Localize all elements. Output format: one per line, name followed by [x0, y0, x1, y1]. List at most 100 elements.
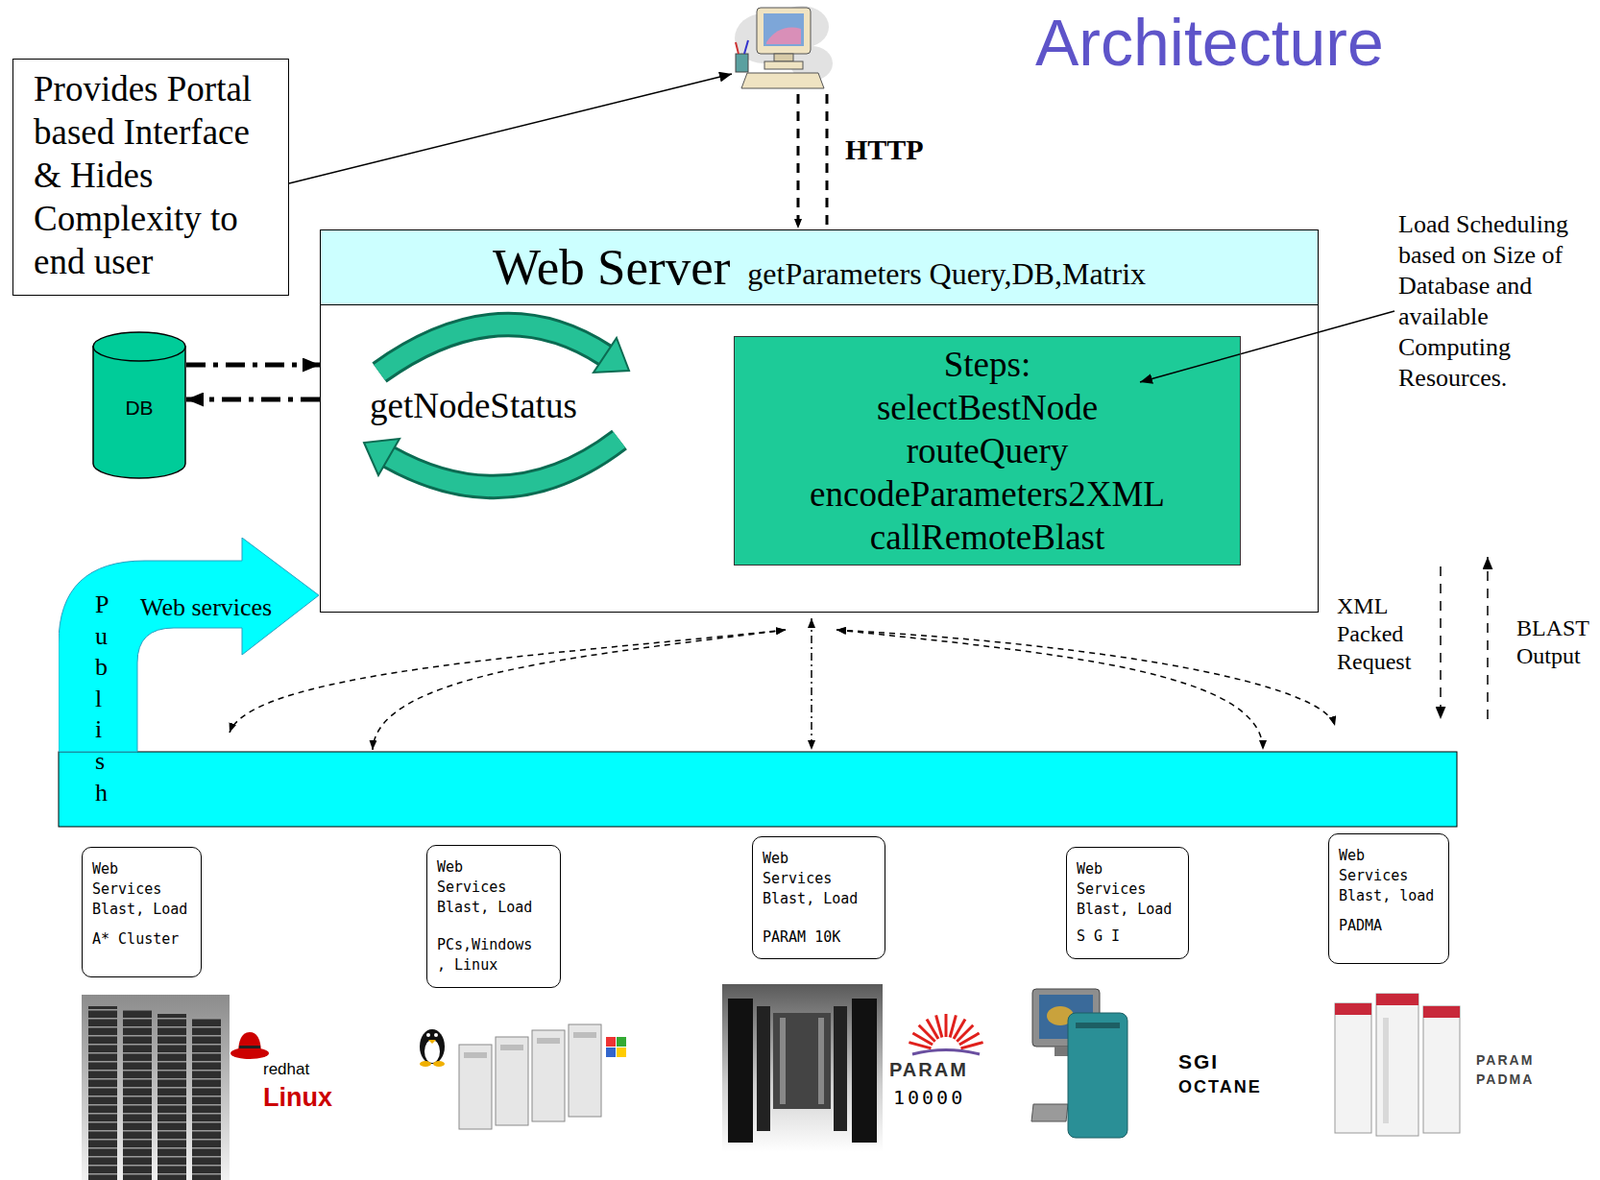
pencil	[744, 40, 749, 54]
penguin-foot	[433, 1061, 445, 1067]
service-text: A* Cluster	[92, 929, 191, 950]
monitor	[756, 7, 811, 54]
annotation-label: PARAM	[889, 1058, 969, 1082]
star-ray	[945, 1014, 948, 1038]
cabinet-light	[818, 1018, 825, 1105]
steps-fill	[733, 336, 1241, 566]
back-wall	[773, 1013, 831, 1110]
monitor-base	[764, 61, 803, 70]
label-anchor: PARAM	[889, 1058, 969, 1082]
pc-tower	[568, 1024, 602, 1117]
label-anchor: Load Scheduling based on Size of Databas…	[1398, 209, 1576, 394]
header-band: Web ServergetParameters Query,DB,Matrix	[320, 230, 1318, 306]
publish-text: Web services	[140, 593, 272, 623]
label-anchor: Linux	[263, 1083, 333, 1113]
label-anchor: PARAM	[1476, 1051, 1534, 1069]
drive-bay	[573, 1032, 597, 1039]
server-text: Web Server	[492, 230, 730, 304]
cycle-arrow	[379, 324, 606, 373]
step-text: routeQuery	[744, 429, 1231, 473]
label-anchor: OCTANE	[1178, 1076, 1262, 1098]
penguin-body	[419, 1029, 445, 1065]
windows-flag	[606, 1037, 616, 1047]
drive-bay	[463, 1052, 487, 1059]
annotation-label: getNodeStatus	[369, 384, 578, 428]
service-link	[372, 630, 786, 751]
step-text: encodeParameters2XML	[744, 472, 1231, 516]
service-box: Web Services Blast, loadPADMA	[1328, 833, 1450, 965]
publish-arrow-shape	[58, 537, 320, 798]
service-link	[229, 630, 786, 733]
windows-flag	[616, 1037, 627, 1047]
server-rack	[192, 1018, 221, 1180]
keyboard	[741, 72, 825, 89]
pc-tower	[459, 1044, 492, 1130]
monitor-stand	[774, 53, 794, 62]
star-ray	[961, 1042, 984, 1049]
padma-band	[1334, 1003, 1372, 1016]
slide-title: Architecture	[1035, 5, 1384, 79]
param-swoosh	[912, 1050, 980, 1056]
octane-tower	[1067, 1013, 1128, 1139]
annotation-label: SGI	[1178, 1049, 1219, 1074]
publish-arrow-body	[58, 537, 319, 752]
cycle-arrowhead	[593, 338, 630, 373]
padma-band	[1423, 1006, 1460, 1019]
pencil	[735, 42, 739, 54]
title-anchor: Architecture	[1035, 5, 1384, 79]
penguin-foot	[419, 1061, 432, 1067]
cylinder-top	[93, 332, 186, 362]
server-room	[81, 994, 230, 1180]
annotation-label: HTTP	[845, 132, 924, 168]
annotation-label: OCTANE	[1178, 1076, 1262, 1098]
annotation-label: redhat	[263, 1060, 310, 1080]
annotation-label: PARAM	[1476, 1051, 1534, 1069]
star-ray	[936, 1015, 943, 1038]
dash-dot-arrow	[186, 397, 320, 403]
label-anchor: 10000	[893, 1086, 966, 1110]
annotation-label: 10000	[893, 1086, 966, 1110]
cycle-arrow	[388, 439, 620, 487]
server-rack	[157, 1014, 187, 1180]
pc-tower	[532, 1030, 565, 1122]
callout-box: Provides Portal based Interface & Hides …	[12, 58, 290, 296]
service-bus-band	[58, 751, 1457, 827]
service-text: PARAM 10K	[762, 927, 861, 948]
annotation-label: Linux	[263, 1083, 333, 1113]
annotation-label: Load Scheduling based on Size of Databas…	[1398, 209, 1576, 394]
label-anchor: SGI	[1178, 1049, 1219, 1074]
redhat-band	[239, 1045, 261, 1049]
service-text: Web Services Blast, Load	[762, 848, 861, 910]
step-text: callRemoteBlast	[744, 515, 1231, 559]
service-link	[810, 618, 813, 751]
pencil-cup	[735, 53, 749, 73]
penguin-eye	[434, 1033, 438, 1038]
windows-flag	[616, 1047, 627, 1058]
cabinet-seam	[1382, 1018, 1389, 1124]
text-anchor: Web services	[140, 593, 272, 623]
note-leader	[1139, 311, 1395, 383]
step-text: selectBestNode	[744, 386, 1231, 430]
cycle-arrowhead	[363, 438, 400, 476]
service-text: Web Services Blast, Load	[92, 859, 191, 921]
label-anchor: HTTP	[845, 132, 924, 168]
output-arrow	[1486, 557, 1489, 720]
cabinet-light	[779, 1018, 786, 1105]
annotation-label: XML Packed Request	[1336, 592, 1424, 677]
penguin-belly	[424, 1040, 440, 1064]
service-text: S G I	[1076, 926, 1175, 947]
redhat-crown	[238, 1032, 262, 1052]
cabinet	[756, 1006, 771, 1132]
service-text: PCs,Windows , Linux	[436, 935, 535, 976]
padma-band	[1376, 993, 1419, 1006]
label-anchor: BLAST Output	[1516, 614, 1598, 671]
cycle-arrow	[388, 439, 620, 487]
param-star	[908, 1014, 983, 1049]
http-request-line	[797, 94, 800, 229]
callout-text: Provides Portal based Interface & Hides …	[33, 67, 269, 284]
text-anchor: Publish	[95, 589, 97, 809]
service-box: Web Services Blast, Load A* Cluster	[81, 847, 202, 978]
publish-arrow: PublishWeb services	[58, 537, 320, 798]
label-anchor: redhat	[263, 1060, 310, 1080]
